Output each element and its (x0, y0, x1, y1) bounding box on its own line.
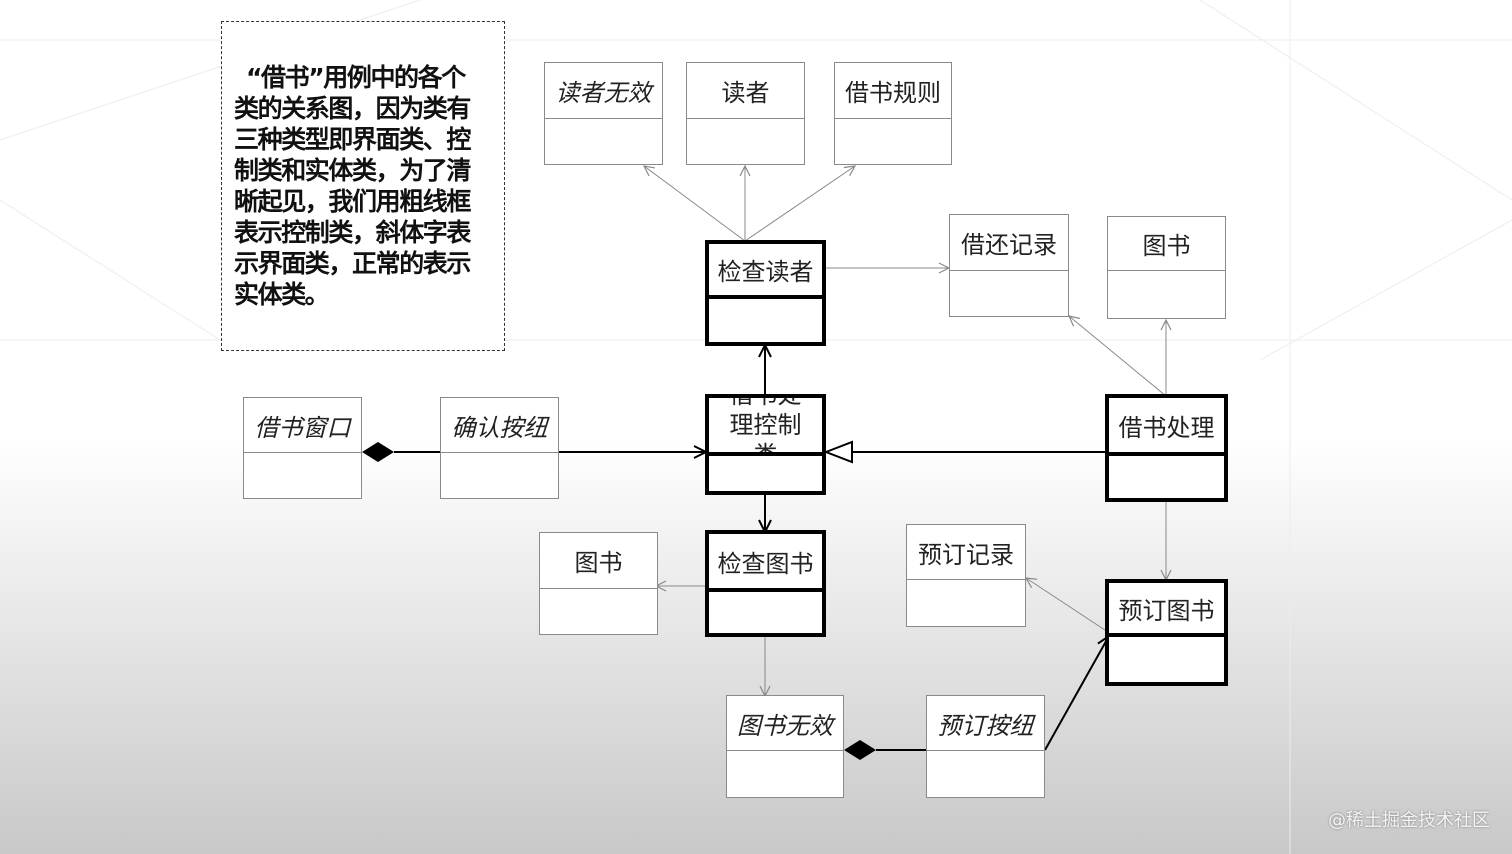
class-borrow-control[interactable]: 借书处理控制类 (705, 394, 826, 495)
explanation-note: “借书”用例中的各个 类的关系图，因为类有 三种类型即界面类、控 制类和实体类，… (221, 21, 505, 351)
class-reserve-button[interactable]: 预订按纽 (926, 695, 1045, 798)
class-borrow-return-record[interactable]: 借还记录 (949, 214, 1069, 317)
class-name: 借还记录 (950, 215, 1068, 271)
class-name: 检查读者 (709, 244, 822, 299)
note-line: 示界面类，正常的表示 (234, 249, 471, 278)
class-book-invalid[interactable]: 图书无效 (726, 695, 844, 798)
class-name: 检查图书 (709, 534, 822, 592)
class-name: 预订按纽 (927, 696, 1044, 751)
class-reader[interactable]: 读者 (686, 62, 805, 165)
class-name: 借书窗口 (244, 398, 361, 453)
note-line: 制类和实体类，为了清 (234, 156, 471, 185)
class-name: 借书处理 (1109, 398, 1224, 456)
note-line: 三种类型即界面类、控 (234, 125, 471, 154)
note-line: 实体类。 (234, 280, 330, 309)
class-name: 图书无效 (727, 696, 843, 751)
note-line: 表示控制类，斜体字表 (234, 218, 471, 247)
watermark: @稀土掘金技术社区 (1328, 810, 1490, 831)
class-confirm-button[interactable]: 确认按纽 (440, 397, 559, 499)
class-book-left[interactable]: 图书 (539, 532, 658, 635)
class-name: 预订图书 (1109, 583, 1224, 637)
class-name: 图书 (540, 533, 657, 589)
class-check-reader[interactable]: 检查读者 (705, 240, 826, 346)
class-book-top[interactable]: 图书 (1107, 216, 1226, 319)
class-name: 借书处理控制类 (709, 398, 822, 456)
class-name: 读者无效 (545, 63, 662, 119)
class-name: 预订记录 (907, 525, 1025, 580)
class-borrow-window[interactable]: 借书窗口 (243, 397, 362, 499)
class-name: 借书规则 (835, 63, 951, 119)
note-line: 晰起见，我们用粗线框 (234, 187, 471, 216)
note-line: “借书”用例中的各个 (246, 63, 466, 92)
note-line: 类的关系图，因为类有 (234, 94, 471, 123)
class-reserve-book[interactable]: 预订图书 (1105, 579, 1228, 686)
class-borrow-rules[interactable]: 借书规则 (834, 62, 952, 165)
class-name: 图书 (1108, 217, 1225, 271)
class-borrow-process[interactable]: 借书处理 (1105, 394, 1228, 502)
class-name: 读者 (687, 63, 804, 119)
class-reserve-record[interactable]: 预订记录 (906, 524, 1026, 627)
class-check-book[interactable]: 检查图书 (705, 530, 826, 637)
class-reader-invalid[interactable]: 读者无效 (544, 62, 663, 165)
class-name: 确认按纽 (441, 398, 558, 453)
